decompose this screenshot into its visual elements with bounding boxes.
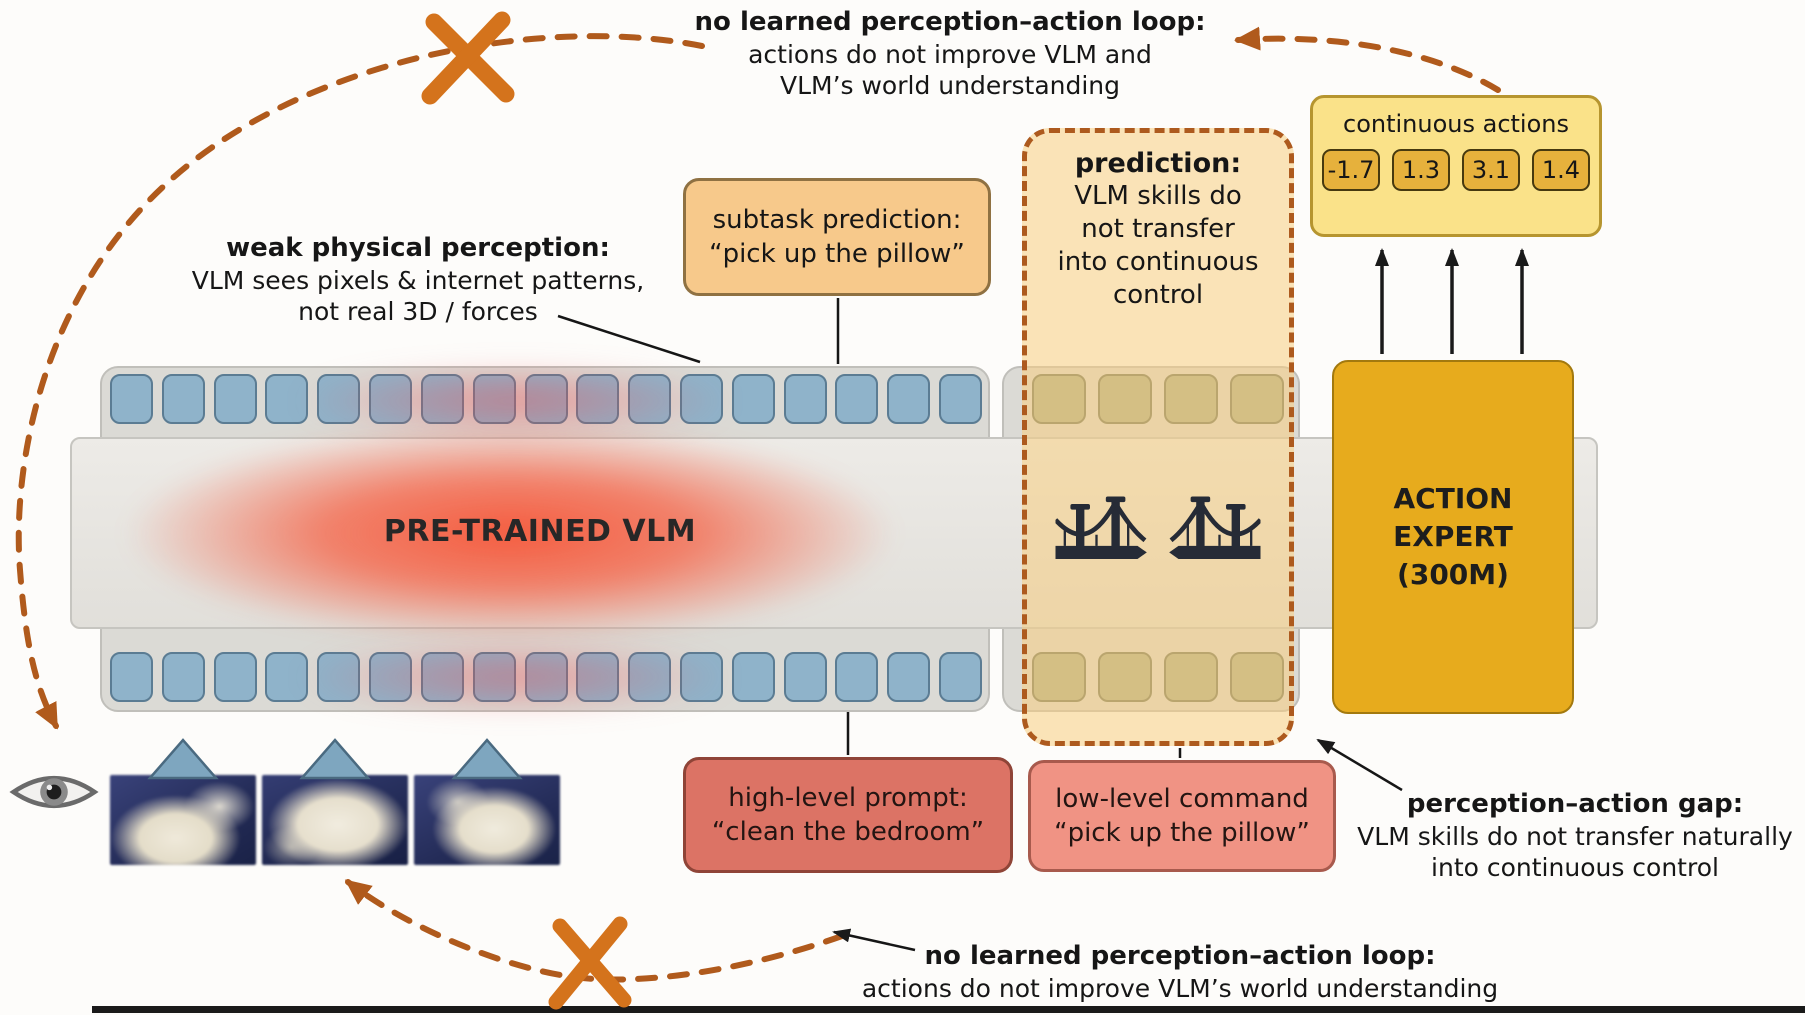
high-level-prompt-title: high-level prompt: (728, 783, 968, 813)
top-loop-note-title: no learned perception–action loop: (694, 7, 1206, 37)
action-value: 1.4 (1532, 149, 1590, 191)
vlm-token (420, 652, 464, 702)
subtask-prediction-title: subtask prediction: (712, 205, 962, 235)
action-values-row: -1.7 1.3 3.1 1.4 (1313, 149, 1599, 191)
bottom-loop-note: no learned perception–action loop: actio… (800, 940, 1560, 1004)
weak-perception-note-line: not real 3D / forces (298, 297, 538, 326)
eye-icon (8, 762, 100, 826)
vlm-token (628, 652, 672, 702)
subtask-prediction-box: subtask prediction: “pick up the pillow” (683, 178, 991, 296)
prediction-box-line: control (1112, 280, 1204, 310)
prediction-box-title: prediction: (1074, 148, 1242, 179)
vlm-token (420, 374, 464, 424)
vlm-token (265, 374, 309, 424)
top-loop-note-line: VLM’s world understanding (779, 71, 1121, 100)
gap-note-line: VLM skills do not transfer naturally (1357, 822, 1793, 851)
vlm-token (887, 652, 931, 702)
x-mark-top (421, 11, 515, 105)
action-expert-line: EXPERT (1393, 520, 1513, 553)
loop-arc-bottom (344, 879, 845, 983)
action-expert-box: ACTION EXPERT (300M) (1332, 360, 1574, 714)
vlm-token (472, 652, 516, 702)
loop-arc-top-right (1234, 26, 1501, 93)
weak-perception-note-line: VLM sees pixels & internet patterns, (191, 266, 645, 295)
vlm-token (835, 374, 879, 424)
high-level-prompt-quote: “clean the bedroom” (711, 817, 985, 847)
vlm-token (628, 374, 672, 424)
low-level-command-box: low-level command “pick up the pillow” (1028, 760, 1336, 872)
bottom-edge-line (92, 1006, 1805, 1013)
continuous-actions-box: continuous actions -1.7 1.3 3.1 1.4 (1310, 95, 1602, 237)
vlm-token (835, 652, 879, 702)
vlm-token (317, 652, 361, 702)
prediction-gap-dashed-box: prediction: VLM skills do not transfer i… (1022, 128, 1294, 746)
input-token-row-top (110, 374, 982, 424)
bottom-loop-note-line: actions do not improve VLM’s world under… (861, 974, 1499, 1003)
vlm-token (524, 374, 568, 424)
vlm-token (939, 374, 982, 424)
vlm-token (731, 652, 775, 702)
low-level-command-quote: “pick up the pillow” (1054, 818, 1310, 848)
vlm-token (576, 652, 620, 702)
continuous-actions-title: continuous actions (1343, 110, 1569, 138)
vlm-token (576, 374, 620, 424)
action-output-arrows (1375, 248, 1529, 354)
action-value: 1.3 (1392, 149, 1450, 191)
top-loop-note-line: actions do not improve VLM and (748, 40, 1152, 69)
action-expert-line: (300M) (1397, 558, 1509, 591)
vlm-token (213, 374, 257, 424)
weak-perception-note: weak physical perception: VLM sees pixel… (188, 232, 648, 327)
vlm-token (110, 374, 153, 424)
vlm-token (939, 652, 982, 702)
weak-perception-note-title: weak physical perception: (226, 233, 610, 263)
input-token-row-bottom (110, 652, 982, 702)
input-triangle (299, 738, 371, 780)
gap-note-title: perception–action gap: (1406, 789, 1744, 819)
vlm-token (524, 652, 568, 702)
input-triangle (147, 738, 219, 780)
subtask-prediction-quote: “pick up the pillow” (709, 239, 965, 269)
prediction-box-line: into continuous (1057, 247, 1259, 277)
action-value: -1.7 (1322, 149, 1380, 191)
high-level-prompt-box: high-level prompt: “clean the bedroom” (683, 757, 1013, 873)
vlm-token (887, 374, 931, 424)
vlm-token (369, 374, 413, 424)
image-input-triangles (147, 738, 523, 780)
pillow-photo (262, 775, 408, 865)
action-expert-line: ACTION (1393, 482, 1513, 515)
prediction-box-line: not transfer (1081, 214, 1235, 244)
x-mark-bottom (548, 916, 632, 1010)
low-level-command-title: low-level command (1055, 784, 1309, 814)
vlm-token (110, 652, 153, 702)
gap-note-line: into continuous control (1431, 853, 1719, 882)
vlm-token (265, 652, 309, 702)
vlm-token (317, 374, 361, 424)
vlm-token (679, 652, 723, 702)
vlm-token (369, 652, 413, 702)
bottom-loop-note-title: no learned perception–action loop: (924, 941, 1436, 971)
vlm-token (783, 374, 827, 424)
top-loop-note: no learned perception–action loop: actio… (640, 6, 1260, 101)
vlm-token (472, 374, 516, 424)
vlm-token (213, 652, 257, 702)
vlm-token (783, 652, 827, 702)
vlm-token (161, 652, 205, 702)
pillow-photo (110, 775, 256, 865)
vlm-token (731, 374, 775, 424)
perception-action-gap-note: perception–action gap: VLM skills do not… (1340, 788, 1805, 883)
pretrained-vlm-label: PRE-TRAINED VLM (383, 514, 697, 549)
prediction-box-line: VLM skills do (1074, 181, 1242, 211)
pillow-photo (414, 775, 560, 865)
vlm-token (161, 374, 205, 424)
vlm-token (679, 374, 723, 424)
broken-bridge-icon (1053, 475, 1263, 591)
input-triangle (451, 738, 523, 780)
action-value: 3.1 (1462, 149, 1520, 191)
